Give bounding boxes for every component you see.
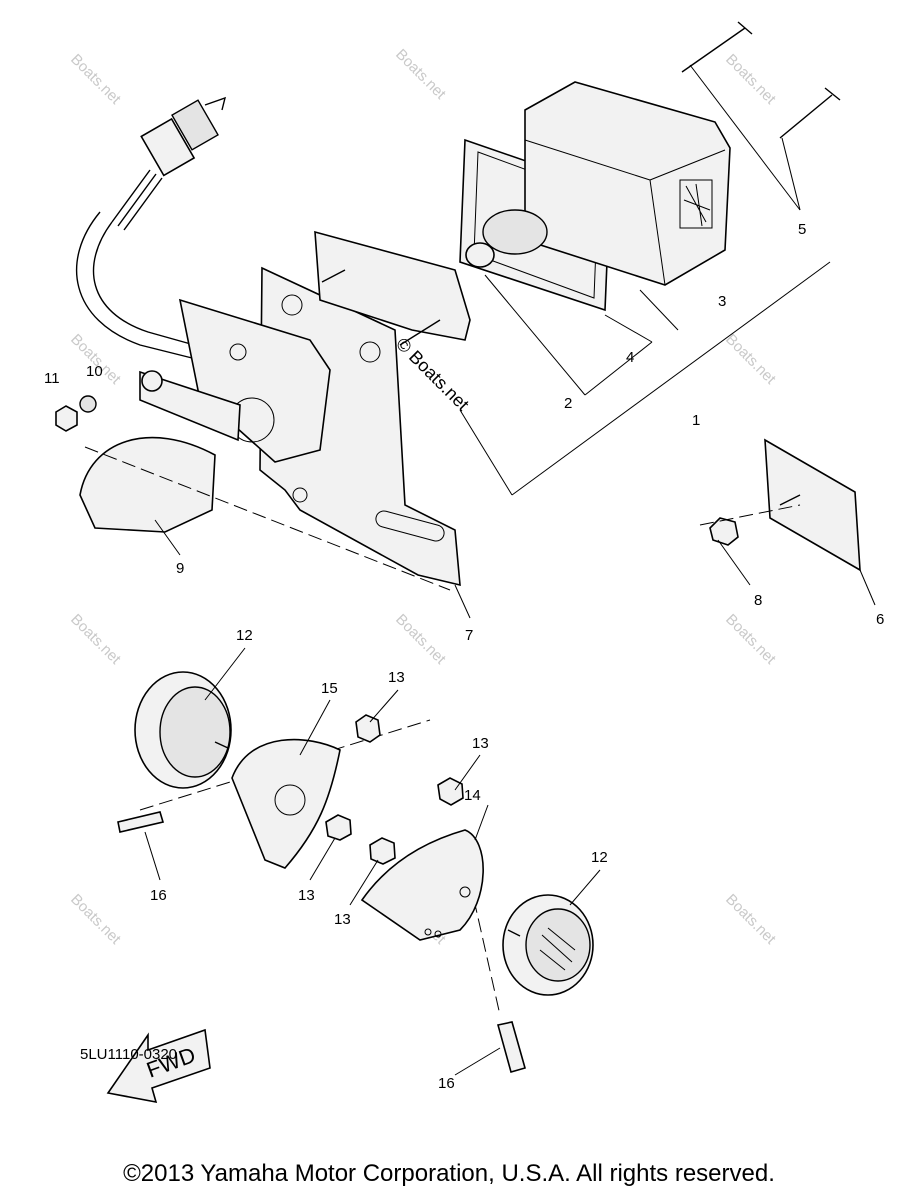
watermark: Boats.net [722, 331, 779, 388]
stud-left [321, 269, 346, 283]
callout-4: 4 [626, 349, 634, 366]
screws-5 [681, 21, 841, 139]
copyright-notice: ©2013 Yamaha Motor Corporation, U.S.A. A… [123, 1160, 775, 1187]
callout-10: 10 [86, 363, 103, 380]
watermark: Boats.net [722, 891, 779, 948]
leader-lines-bottom [144, 647, 601, 1076]
callout-12-right: 12 [591, 849, 608, 866]
callout-13: 13 [298, 887, 315, 904]
reflector-6 [709, 438, 861, 572]
callout-5: 5 [798, 221, 806, 238]
nut-11 [55, 405, 78, 432]
watermark: Boats.net [392, 46, 449, 103]
nut-13 [437, 777, 464, 806]
bracket-15 [231, 738, 341, 869]
fwd-arrow: FWD [106, 1028, 211, 1104]
nut-10 [79, 395, 97, 413]
watermark-stamp: © Boats.net [392, 334, 473, 415]
alignment-line [84, 446, 451, 591]
bolts-16 [117, 811, 526, 1073]
wire-harness [75, 96, 226, 361]
nut-13 [369, 837, 396, 865]
watermark: Boats.net [67, 891, 124, 948]
callout-13: 13 [472, 735, 489, 752]
bracket-14 [360, 829, 484, 941]
horn-12-left [134, 671, 232, 789]
callout-2: 2 [564, 395, 572, 412]
callout-16-bottom: 16 [438, 1075, 455, 1092]
watermark: Boats.net [67, 611, 124, 668]
cover-9 [79, 298, 331, 533]
horn-12-right [502, 894, 594, 996]
callout-1: 1 [692, 412, 700, 429]
callout-9: 9 [176, 560, 184, 577]
lamp-assembly [314, 81, 731, 341]
diagram-code: 5LU1110-0320 [80, 1046, 178, 1063]
watermark: Boats.net [722, 51, 779, 108]
nut-13 [325, 814, 352, 841]
callout-13: 13 [334, 911, 351, 928]
alignment-line [699, 504, 801, 526]
callout-6: 6 [876, 611, 884, 628]
leader-lines-top [154, 64, 876, 619]
callout-12: 12 [236, 627, 253, 644]
callout-16: 16 [150, 887, 167, 904]
watermark: Boats.net [392, 611, 449, 668]
callout-11: 11 [44, 370, 60, 387]
callout-14: 14 [464, 787, 481, 804]
callout-3: 3 [718, 293, 726, 310]
watermark: Boats.net [67, 51, 124, 108]
callout-15: 15 [321, 680, 338, 697]
callout-13: 13 [388, 669, 405, 686]
watermark: Boats.net [722, 611, 779, 668]
stud-right [399, 319, 441, 346]
nut-13 [355, 714, 381, 743]
callout-8: 8 [754, 592, 762, 609]
callout-7: 7 [465, 627, 473, 644]
